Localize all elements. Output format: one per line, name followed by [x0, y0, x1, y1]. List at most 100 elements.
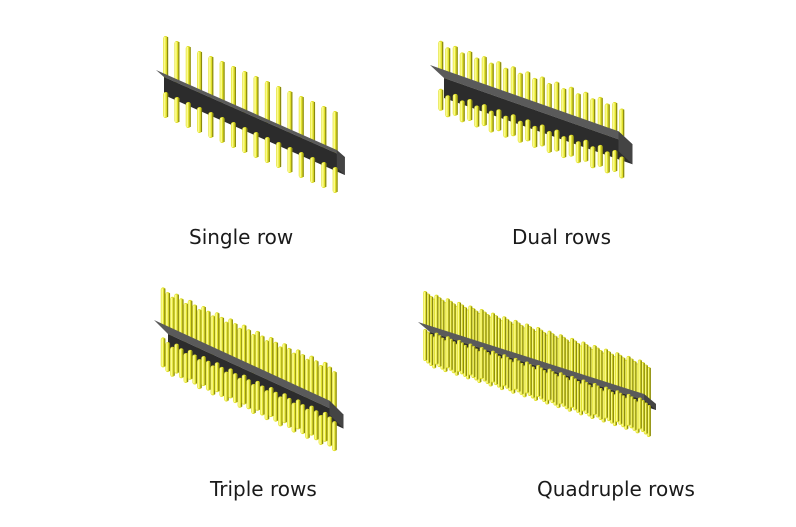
quadruple-row-pin-header-bottom-pin [615, 390, 620, 423]
quadruple-row-pin-header-housing-end [644, 394, 656, 410]
triple-row-pin-header-bottom-pin [255, 380, 260, 411]
quadruple-row-pin-header-bottom-pin [536, 365, 541, 398]
dual-row-pin-header-bottom-pin [532, 125, 538, 148]
triple-row-pin-header-top-pin [246, 329, 252, 370]
quadruple-row-pin-header-bottom-pin [553, 373, 558, 406]
single-row-pin-header-bottom-pin [185, 102, 191, 128]
dual-row-header-drawing [430, 40, 633, 179]
quadruple-row-pin-header-bottom-pin [490, 350, 495, 383]
triple-row-pin-header-bottom-pin [300, 404, 306, 435]
triple-row-pin-header-bottom-pin [286, 397, 292, 428]
dual-row-pin-header-bottom-pin [510, 114, 516, 137]
quadruple-row-pin-header-top-pin [570, 337, 575, 374]
quadruple-row-pin-header-bottom-pin [550, 371, 555, 404]
single-row-pin-header-bottom-pin [310, 157, 316, 183]
triple-row-pin-header-top-pin [255, 330, 260, 371]
single-row-pin-header-bottom-pin [174, 97, 180, 123]
single-row-pin-header-housing-top [156, 70, 345, 157]
dual-row-pin-header-bottom-pin [445, 95, 451, 118]
quadruple-row-pin-header-bottom-pin [437, 335, 442, 368]
quadruple-row-pin-header-bottom-pin [479, 347, 484, 380]
single-row-pin-header-top-pin [276, 86, 282, 128]
caption-quadruple-rows: Quadruple rows [537, 477, 695, 501]
dual-row-pin-header-top-pin [539, 76, 545, 109]
triple-row-pin-header-bottom-pin [205, 360, 211, 391]
triple-row-pin-header-top-pin [313, 360, 319, 401]
triple-row-pin-header-top-pin [197, 309, 202, 350]
triple-row-pin-header-bottom-pin [268, 387, 274, 418]
quadruple-row-pin-header-bottom-pin [457, 339, 462, 372]
quadruple-row-pin-header-top-pin [434, 294, 439, 331]
single-row-pin-header-bottom-pin [298, 152, 304, 178]
triple-row-pin-header-bottom-pin [327, 416, 333, 447]
triple-row-pin-header-top-pin [251, 333, 256, 374]
dual-row-pin-header-top-pin [583, 91, 589, 124]
triple-row-pin-header-top-pin [192, 304, 198, 345]
triple-row-pin-header-top-pin [237, 327, 243, 368]
dual-row-pin-header-bottom-pin [467, 99, 473, 121]
single-row-pin-header-top-pin [208, 56, 214, 98]
quadruple-row-pin-header-top-pin [502, 316, 507, 353]
triple-row-pin-header-top-pin [259, 335, 265, 376]
triple-row-pin-header-bottom-pin [241, 374, 247, 405]
quadruple-row-header-drawing [418, 291, 656, 437]
triple-row-pin-header-bottom-pin [251, 383, 256, 414]
dual-row-pin-header-bottom-pin [481, 104, 487, 127]
quadruple-row-pin-header-top-pin [524, 323, 529, 360]
quadruple-row-pin-header-bottom-pin [434, 332, 439, 365]
triple-row-pin-header-bottom-pin [228, 368, 233, 399]
quadruple-row-pin-header-top-pin [542, 332, 547, 369]
triple-row-pin-header-bottom-pin [174, 343, 179, 374]
dual-row-pin-header-bottom-pin [590, 146, 596, 169]
single-row-pin-header-bottom-pin [197, 107, 203, 133]
triple-row-pin-header-top-pin [214, 312, 220, 353]
quadruple-row-pin-header-top-pin [553, 335, 558, 372]
quadruple-row-pin-header-top-pin [490, 312, 495, 349]
quadruple-row-pin-header-bottom-pin [606, 389, 611, 422]
single-row-pin-header-bottom-pin [287, 147, 293, 173]
triple-row-pin-header-top-pin [305, 358, 310, 399]
single-row-pin-header-top-pin [287, 91, 293, 133]
quadruple-row-pin-header-bottom-pin [423, 329, 428, 362]
quadruple-row-pin-header-top-pin [513, 319, 518, 356]
quadruple-row-pin-header-top-pin [592, 345, 597, 382]
single-row-pin-header-bottom-pin [321, 162, 327, 188]
single-row-pin-header-bottom-pin [242, 127, 248, 153]
dual-row-pin-header-top-pin [612, 102, 618, 134]
triple-row-pin-header-top-pin [228, 318, 233, 359]
triple-row-pin-header-top-pin [282, 343, 287, 384]
quadruple-row-pin-header-bottom-pin [547, 368, 552, 401]
single-row-pin-header-top-pin [321, 106, 327, 148]
dual-row-pin-header-bottom-pin [561, 136, 567, 159]
triple-row-pin-header-bottom-pin [273, 391, 279, 422]
triple-row-pin-header-bottom-pin [210, 365, 216, 396]
quadruple-row-pin-header-bottom-pin [570, 375, 575, 408]
single-row-pin-header-housing-front [164, 77, 345, 175]
dual-row-pin-header-bottom-pin [488, 110, 494, 133]
single-row-pin-header-bottom-pin [230, 122, 236, 148]
triple-row-pin-header-bottom-pin [201, 356, 206, 387]
quadruple-row-pin-header-top-pin [457, 301, 462, 338]
triple-row-pin-header-bottom-pin [232, 373, 238, 404]
dual-row-pin-header-top-pin [554, 81, 560, 114]
quadruple-row-pin-header-bottom-pin [595, 385, 600, 418]
triple-row-pin-header-top-pin [286, 347, 292, 388]
quadruple-row-pin-header-top-pin [440, 299, 445, 336]
triple-row-pin-header-bottom-pin [224, 371, 229, 402]
triple-row-pin-header-bottom-pin [192, 354, 198, 385]
triple-row-pin-header-housing-end [329, 400, 344, 429]
single-row-pin-header-top-pin [197, 51, 203, 93]
triple-row-pin-header-top-pin [318, 364, 324, 405]
triple-row-pin-header-bottom-pin [214, 362, 220, 393]
single-row-pin-header-top-pin [185, 46, 191, 88]
quadruple-row-pin-header-top-pin [558, 334, 563, 371]
quadruple-row-pin-header-top-pin [468, 305, 473, 342]
quadruple-row-pin-header-bottom-pin [445, 336, 450, 369]
single-row-pin-header-top-pin [310, 101, 316, 143]
triple-row-pin-header-top-pin [268, 337, 274, 378]
triple-row-pin-header-housing-top [154, 320, 344, 415]
triple-row-pin-header-bottom-pin [170, 346, 175, 377]
triple-row-pin-header-bottom-pin [160, 337, 166, 368]
triple-row-pin-header-bottom-pin [278, 396, 283, 427]
triple-row-pin-header-bottom-pin [183, 352, 189, 383]
